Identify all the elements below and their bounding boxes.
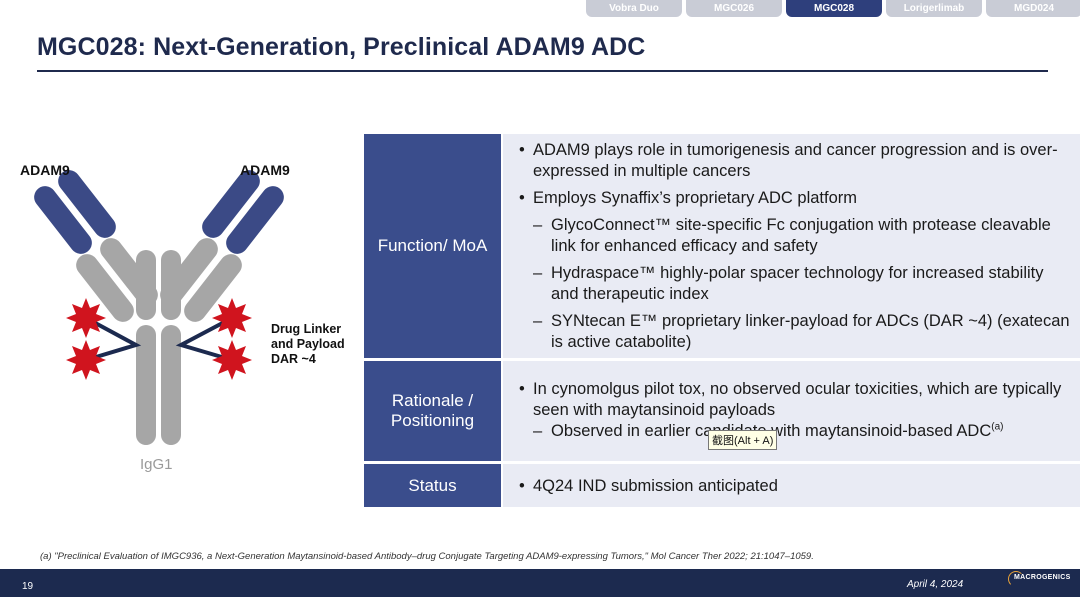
tab-mgc028[interactable]: MGC028 <box>786 0 882 17</box>
igg1-label: IgG1 <box>140 456 173 473</box>
sub-bullet: GlycoConnect™ site-specific Fc conjugati… <box>519 215 1070 257</box>
sub-bullet: Observed in earlier candidate with mayta… <box>519 421 1070 442</box>
footnote: (a) "Preclinical Evaluation of IMGC936, … <box>40 551 814 562</box>
row-header-status: Status <box>364 464 501 507</box>
row-content-function: ADAM9 plays role in tumorigenesis and ca… <box>503 134 1080 358</box>
info-table: Function/ MoA ADAM9 plays role in tumori… <box>364 134 1080 510</box>
footer-date: April 4, 2024 <box>907 579 964 590</box>
row-header-rationale: Rationale / Positioning <box>364 361 501 461</box>
screenshot-tooltip: 截图(Alt + A) <box>708 430 778 450</box>
footer-bar: 19 April 4, 2024 MACROGENICS <box>0 569 1080 597</box>
bullet: Employs Synaffix’s proprietary ADC platf… <box>519 188 1070 209</box>
antibody-diagram <box>34 170 284 445</box>
adam9-label-right: ADAM9 <box>240 162 290 178</box>
left-arm <box>34 170 158 322</box>
bullet: In cynomolgus pilot tox, no observed ocu… <box>519 379 1070 421</box>
drug-linker-label: Drug Linker and Payload DAR ~4 <box>271 322 345 366</box>
logo-arc-icon <box>1008 571 1024 587</box>
tab-vobra-duo[interactable]: Vobra Duo <box>586 0 682 17</box>
payload-stars <box>66 298 252 380</box>
title-divider <box>37 70 1048 72</box>
row-content-status: 4Q24 IND submission anticipated <box>503 464 1080 507</box>
row-rationale: Rationale / Positioning In cynomolgus pi… <box>364 361 1080 464</box>
tab-lorigerlimab[interactable]: Lorigerlimab <box>886 0 982 17</box>
slide-title: MGC028: Next-Generation, Preclinical ADA… <box>37 33 646 61</box>
section-tabs: Vobra Duo MGC026 MGC028 Lorigerlimab MGD… <box>586 0 1080 17</box>
row-function: Function/ MoA ADAM9 plays role in tumori… <box>364 134 1080 361</box>
footnote-ref: (a) <box>991 421 1004 433</box>
tab-mgd024[interactable]: MGD024 <box>986 0 1080 17</box>
sub-bullet: Hydraspace™ highly-polar spacer technolo… <box>519 263 1070 305</box>
bullet: 4Q24 IND submission anticipated <box>519 476 1070 497</box>
sub-bullet: SYNtecan E™ proprietary linker-payload f… <box>519 311 1070 353</box>
tab-mgc026[interactable]: MGC026 <box>686 0 782 17</box>
company-logo: MACROGENICS <box>1014 574 1071 581</box>
row-content-rationale: In cynomolgus pilot tox, no observed ocu… <box>503 361 1080 461</box>
row-header-function: Function/ MoA <box>364 134 501 358</box>
right-arm <box>160 170 284 322</box>
row-status: Status 4Q24 IND submission anticipated <box>364 464 1080 510</box>
adam9-label-left: ADAM9 <box>20 162 70 178</box>
bullet: ADAM9 plays role in tumorigenesis and ca… <box>519 140 1070 182</box>
linkers <box>84 316 234 362</box>
page-number: 19 <box>22 581 34 592</box>
